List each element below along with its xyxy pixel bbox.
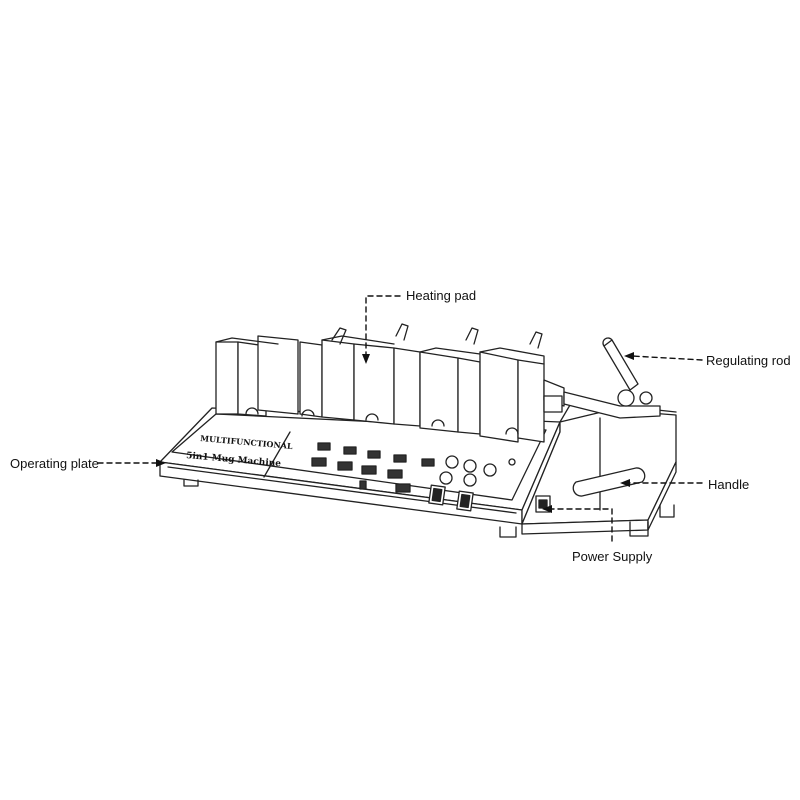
handle: [572, 467, 646, 497]
display-screens: [311, 442, 435, 493]
right-housing: [521, 404, 677, 535]
regulating-rod-assembly: [543, 337, 661, 419]
control-knobs: [439, 455, 516, 487]
heating-units: [215, 323, 545, 443]
power-supply-label: Power Supply: [572, 549, 653, 564]
machine-feet: [183, 479, 675, 538]
rocker-switches: [428, 484, 474, 512]
regulating-rod-callout: [631, 355, 703, 361]
regulating-rod-label: Regulating rod: [706, 353, 791, 368]
heating-pad-label: Heating pad: [406, 288, 477, 303]
arrow-heads: [156, 352, 634, 513]
callout-lines: [97, 295, 703, 542]
power-supply-callout: [549, 508, 613, 542]
heating-pad-callout: [365, 295, 401, 357]
handle-label: Handle: [708, 477, 750, 492]
operating-plate-label: Operating plate: [10, 456, 99, 471]
operating-plate: MULTIFUNCTIONAL 5in1 Mug Machine: [171, 413, 547, 512]
